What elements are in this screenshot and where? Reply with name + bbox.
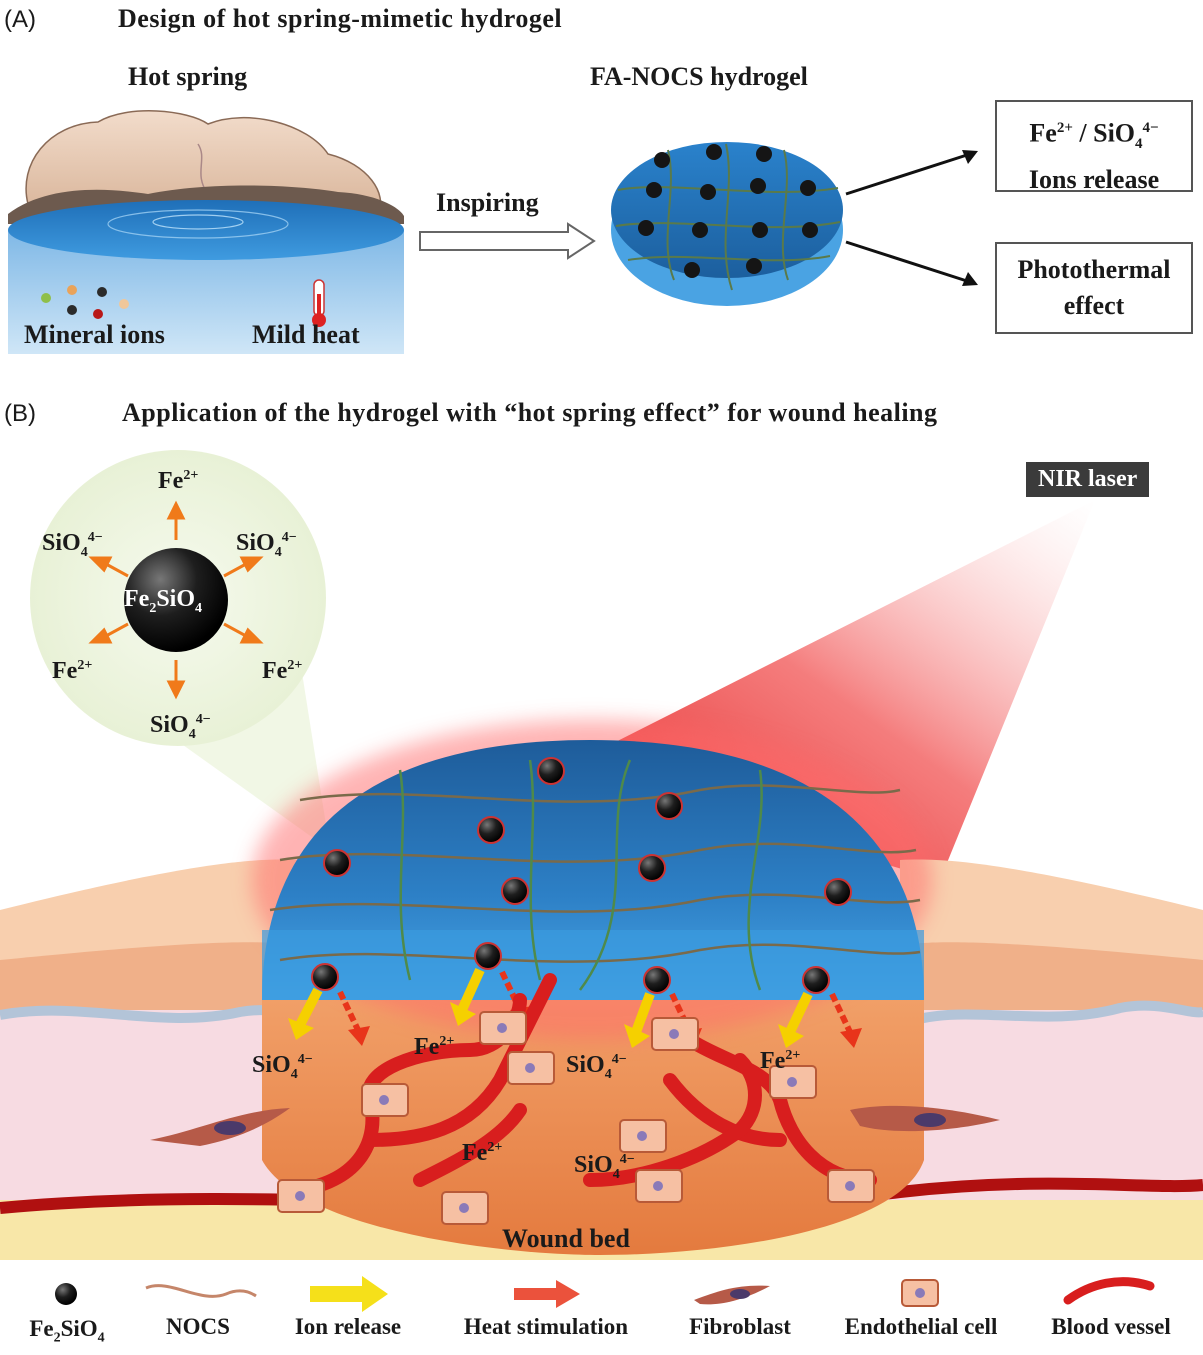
legend: Fe2SiO4 NOCS Ion release Heat stimulatio… (0, 1270, 1203, 1355)
nocs-fiber-icon (145, 1284, 257, 1298)
zoom-particle-label: Fe2SiO4 (124, 586, 202, 616)
zoom-sio-bottom: SiO44− (150, 712, 211, 742)
wound-bed-label: Wound bed (502, 1224, 630, 1253)
hot-spring-label: Hot spring (128, 62, 248, 91)
nir-laser-label: NIR laser (1026, 462, 1150, 497)
photothermal-box: Photothermal effect (995, 242, 1193, 334)
wound-sio-3: SiO44− (574, 1152, 635, 1182)
wound-fe-3: Fe2+ (462, 1140, 503, 1166)
panel-b-tag: (B) (4, 400, 36, 427)
mineral-ions-label: Mineral ions (24, 320, 165, 349)
hydrogel-label: FA-NOCS hydrogel (590, 62, 808, 91)
mild-heat-label: Mild heat (252, 320, 360, 349)
wound-sio-1: SiO44− (252, 1052, 313, 1082)
outcome-arrows (845, 150, 978, 286)
panel-a-title: Design of hot spring-mimetic hydrogel (118, 4, 563, 33)
effect-text: effect (1063, 291, 1125, 320)
zoom-fe-right: Fe2+ (262, 658, 303, 684)
legend-label-ion-release: Ion release (294, 1314, 402, 1339)
legend-label-particle: Fe2SiO4 (29, 1316, 105, 1346)
zoom-fe-top: Fe2+ (158, 468, 199, 494)
ions-release-formula: Fe2+ / SiO44− (1029, 118, 1159, 152)
thermometer-icon (312, 279, 326, 327)
hydrogel-disk (611, 142, 843, 306)
zoom-sio-left: SiO44− (42, 530, 103, 560)
ions-release-box: Fe2+ / SiO44− Ions release (995, 100, 1193, 194)
legend-label-endothelial: Endothelial cell (844, 1314, 998, 1339)
wound-fe-1: Fe2+ (414, 1034, 455, 1060)
inspiring-arrow (419, 222, 596, 260)
panel-a-tag: (A) (4, 6, 36, 33)
blood-vessel-icon (1063, 1277, 1155, 1305)
legend-label-fibroblast: Fibroblast (689, 1314, 791, 1339)
zoom-sio-right: SiO44− (236, 530, 297, 560)
wound-sio-2: SiO44− (566, 1052, 627, 1082)
panel-b-title: Application of the hydrogel with “hot sp… (122, 398, 938, 427)
endothelial-cell-icon (901, 1279, 939, 1307)
heat-arrow-icon (514, 1280, 580, 1308)
wound-scene (0, 450, 1203, 1260)
inspiring-label: Inspiring (436, 188, 539, 217)
yellow-arrow-icon (310, 1276, 388, 1312)
zoom-fe-left: Fe2+ (52, 658, 93, 684)
ions-release-text: Ions release (1028, 164, 1160, 194)
legend-label-vessel: Blood vessel (1051, 1314, 1171, 1339)
hot-spring-illustration (8, 110, 404, 354)
wound-fe-2: Fe2+ (760, 1048, 801, 1074)
legend-label-nocs: NOCS (166, 1314, 230, 1339)
fibroblast-icon (694, 1285, 770, 1305)
legend-label-heat: Heat stimulation (463, 1314, 629, 1339)
legend-icons (55, 1276, 1155, 1312)
photothermal-text: Photothermal (1017, 255, 1171, 284)
particle-icon (55, 1283, 77, 1305)
